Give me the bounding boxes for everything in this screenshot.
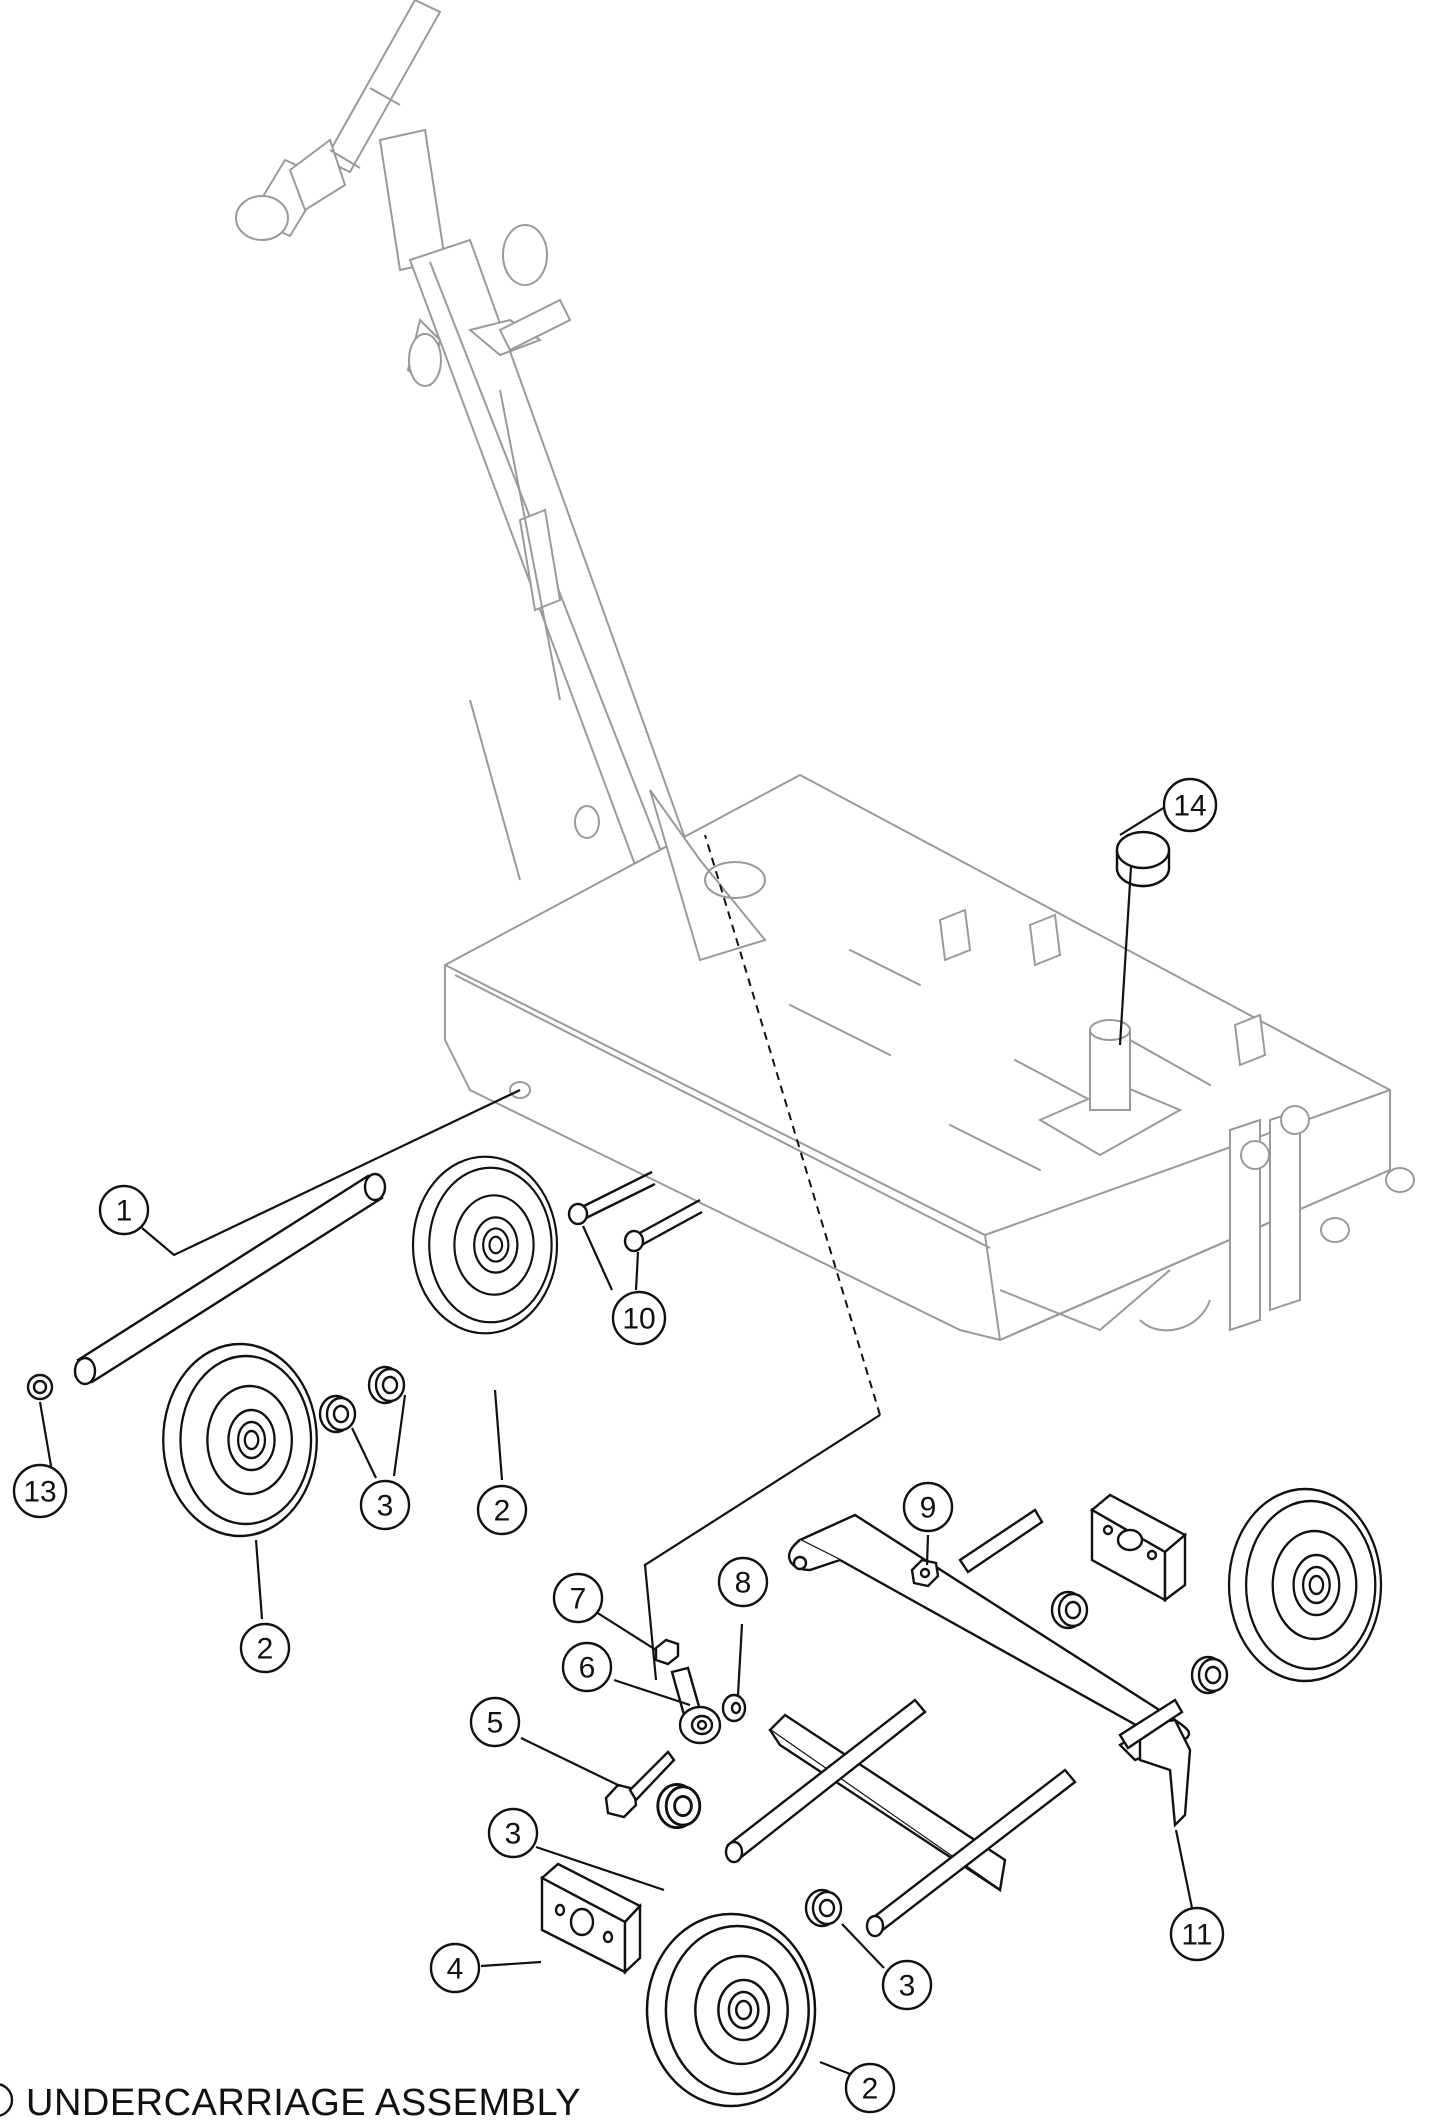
collar-left-b — [367, 1365, 406, 1405]
svg-text:3: 3 — [899, 1970, 916, 2003]
part-8-washer — [721, 1693, 747, 1723]
callout-9: 9 — [902, 1481, 954, 1533]
callout-4: 4 — [429, 1942, 481, 1994]
callout-2: 2 — [476, 1484, 528, 1536]
leader-lines — [38, 806, 1194, 2078]
svg-text:6: 6 — [579, 1652, 596, 1685]
part-6-rod-end — [670, 1666, 722, 1745]
callout-11: 11 — [1169, 1906, 1225, 1962]
svg-text:7: 7 — [570, 1583, 587, 1616]
callout-3: 3 — [487, 1807, 539, 1859]
part-10-screws — [567, 1170, 703, 1253]
svg-text:13: 13 — [23, 1476, 56, 1509]
callout-2: 2 — [239, 1622, 291, 1674]
callout-5: 5 — [469, 1696, 521, 1748]
part-14-cap — [1115, 830, 1171, 888]
svg-text:4: 4 — [447, 1953, 464, 1986]
assembly-title: UNDERCARRIAGE ASSEMBLY — [26, 2082, 582, 2124]
svg-text:3: 3 — [377, 1490, 394, 1523]
collar-bottom-b — [804, 1888, 843, 1928]
handle-grip — [235, 0, 442, 241]
part-4-block-left — [539, 1862, 642, 1975]
svg-text:2: 2 — [862, 2073, 879, 2106]
deck-body — [444, 773, 1415, 1342]
svg-text:10: 10 — [622, 1303, 655, 1336]
collar-bottom-a — [656, 1782, 702, 1830]
svg-text:2: 2 — [494, 1495, 511, 1528]
part-7-nut — [654, 1638, 680, 1666]
part-13-ring — [26, 1373, 54, 1401]
svg-text:1: 1 — [116, 1195, 133, 1228]
part-1-axle — [73, 1172, 387, 1386]
svg-text:8: 8 — [735, 1567, 752, 1600]
callout-3: 3 — [359, 1479, 411, 1531]
machine-ghost-outline — [235, 0, 1415, 1342]
callout-10: 10 — [611, 1290, 667, 1346]
callout-1: 1 — [98, 1184, 150, 1236]
svg-text:2: 2 — [257, 1633, 274, 1666]
callout-6: 6 — [561, 1641, 613, 1693]
title-marker-icon — [0, 2083, 14, 2117]
callout-3: 3 — [881, 1959, 933, 2011]
wheel-left-front — [411, 1155, 559, 1335]
collar-left-a — [318, 1394, 357, 1434]
handle-column — [378, 128, 702, 907]
part-4-block-right — [1089, 1493, 1188, 1603]
wheel-left-rear — [161, 1342, 318, 1538]
wheel-bottom-front — [645, 1912, 817, 2108]
callout-7: 7 — [552, 1572, 604, 1624]
svg-text:9: 9 — [920, 1492, 937, 1525]
part-5-bolt — [604, 1750, 676, 1819]
collar-right-b — [1190, 1655, 1229, 1695]
collar-right-a — [1050, 1590, 1089, 1630]
callout-13: 13 — [12, 1463, 68, 1519]
callout-14: 14 — [1162, 777, 1218, 833]
part-9-nut — [910, 1558, 940, 1588]
callout-8: 8 — [717, 1556, 769, 1608]
part-11-frame — [724, 1508, 1192, 1938]
svg-text:11: 11 — [1181, 1919, 1212, 1952]
svg-text:5: 5 — [487, 1707, 504, 1740]
wheel-right-rear — [1227, 1487, 1383, 1683]
callout-2: 2 — [844, 2062, 896, 2114]
svg-text:3: 3 — [505, 1818, 522, 1851]
svg-text:14: 14 — [1173, 790, 1206, 823]
